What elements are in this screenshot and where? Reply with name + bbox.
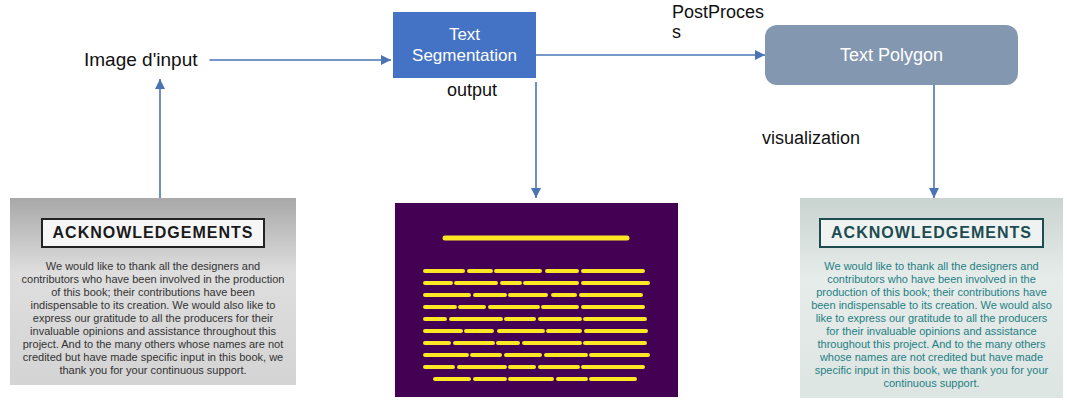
flow-arrow	[933, 85, 935, 198]
node-text: Image d'input	[84, 49, 197, 71]
process-box: Text Polygon	[765, 25, 1018, 85]
edge-label: PostProces s	[672, 2, 768, 42]
mask-strokes	[425, 238, 648, 379]
body-text: We would like to thank all the designers…	[808, 260, 1055, 390]
input-label-node: Image d'input	[80, 47, 201, 73]
flow-arrow	[159, 79, 161, 198]
flow-label: output	[447, 80, 497, 100]
process-box: Text Segmentation	[393, 12, 536, 78]
visualization-image: ACKNOWLEDGEMENTS We would like to thank a…	[800, 198, 1063, 398]
heading-text: ACKNOWLEDGEMENTS	[41, 218, 266, 248]
heading-text: ACKNOWLEDGEMENTS	[819, 218, 1044, 248]
flow-arrow	[536, 54, 765, 56]
segmentation-mask	[395, 203, 678, 397]
flow-arrow	[209, 59, 391, 61]
node-text: Text Polygon	[840, 45, 943, 66]
mask-ground	[395, 203, 678, 397]
node-text: Text Segmentation	[403, 24, 526, 66]
edge-label: visualization	[762, 128, 860, 148]
output-arrow	[535, 82, 537, 198]
input-image: ACKNOWLEDGEMENTS We would like to thank a…	[10, 198, 296, 385]
body-text: We would like to thank all the designers…	[19, 260, 287, 377]
